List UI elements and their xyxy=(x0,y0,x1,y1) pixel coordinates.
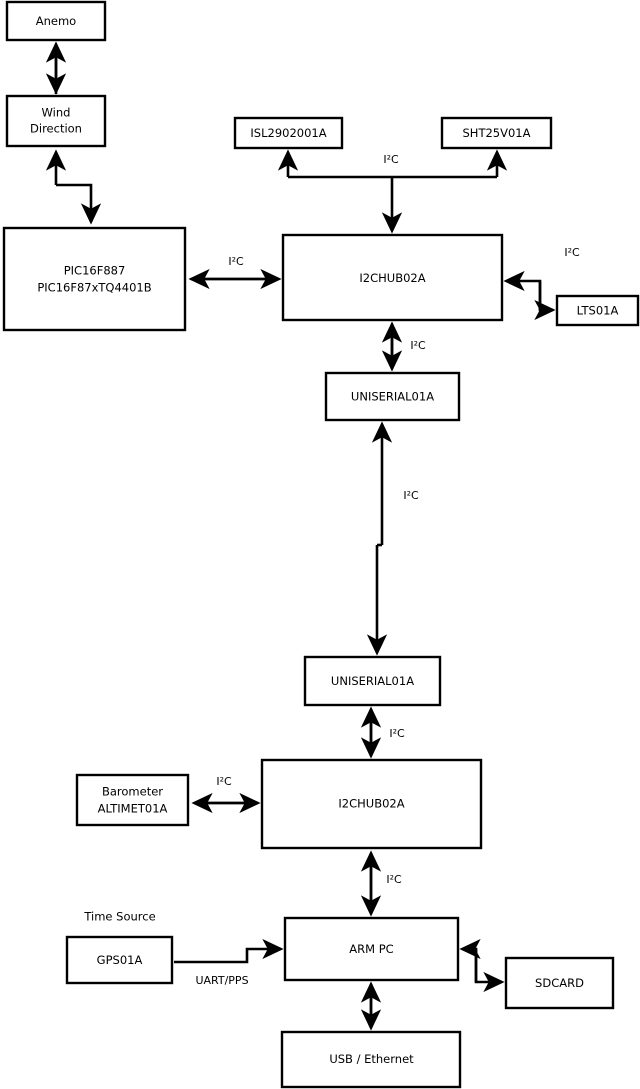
connections-layer xyxy=(45,41,556,1031)
block-wind-direction-label2: Direction xyxy=(30,122,82,136)
block-sht25v01a-label: SHT25V01A xyxy=(463,126,531,140)
block-arm-pc[interactable]: ARM PC xyxy=(283,916,460,982)
connector-armpc-to-sdcard xyxy=(474,949,505,993)
block-pic16f887-label: PIC16F887 xyxy=(64,264,126,278)
block-i2chub02a-top[interactable]: I2CHUB02A xyxy=(281,233,504,322)
block-wind-direction-label: Wind xyxy=(42,106,71,120)
block-sht25v01a[interactable]: SHT25V01A xyxy=(440,116,553,150)
block-lts01a-label: LTS01A xyxy=(577,304,619,318)
block-i2chub02a-bottom[interactable]: I2CHUB02A xyxy=(260,758,483,850)
edge-label-hub-lts: I²C xyxy=(564,246,580,259)
edge-label-pic-hub: I²C xyxy=(228,255,244,268)
connector-sdcard-to-armpc xyxy=(459,938,481,982)
block-uniserial01a-bottom-label: UNISERIAL01A xyxy=(331,674,414,688)
block-sdcard[interactable]: SDCARD xyxy=(504,956,615,1010)
block-lts01a[interactable]: LTS01A xyxy=(555,294,640,327)
block-wind-direction[interactable]: Wind Direction xyxy=(5,94,107,148)
block-i2chub02a-top-label: I2CHUB02A xyxy=(359,271,425,285)
edge-label-gps-armpc: UART/PPS xyxy=(195,974,248,987)
connector-lts-to-hub xyxy=(534,281,556,321)
connector-gps-armpc xyxy=(174,938,284,964)
labels-layer: Time Source I²C I²C I²C I²C I²C I²C I²C … xyxy=(83,153,580,987)
edge-label-sensors-bus: I²C xyxy=(383,153,399,166)
block-uniserial01a-top[interactable]: UNISERIAL01A xyxy=(324,371,461,422)
block-gps01a[interactable]: GPS01A xyxy=(65,935,174,985)
edge-label-uniserial-hub-bottom: I²C xyxy=(389,727,405,740)
block-anemo[interactable]: Anemo xyxy=(5,0,107,42)
block-usb-ethernet[interactable]: USB / Ethernet xyxy=(280,1030,462,1089)
edge-label-barometer-hub: I²C xyxy=(216,775,232,788)
block-uniserial01a-bottom[interactable]: UNISERIAL01A xyxy=(303,655,442,707)
block-pic16f887[interactable]: PIC16F887 PIC16F87xTQ4401B xyxy=(2,226,187,332)
connector-hub-to-lts xyxy=(503,270,542,310)
edge-label-uniserial-link: I²C xyxy=(403,489,419,502)
block-usb-ethernet-label: USB / Ethernet xyxy=(329,1052,414,1066)
connector-pic-to-wind-jog xyxy=(56,183,102,225)
block-barometer-label: Barometer xyxy=(102,785,163,799)
block-isl2902001a[interactable]: ISL2902001A xyxy=(233,116,344,150)
edge-label-hub-armpc: I²C xyxy=(386,873,402,886)
block-barometer-altimet01a[interactable]: Barometer ALTIMET01A xyxy=(75,773,190,827)
block-gps01a-label: GPS01A xyxy=(97,953,143,967)
block-anemo-label: Anemo xyxy=(36,14,76,28)
block-i2chub02a-bottom-label: I2CHUB02A xyxy=(338,797,404,811)
block-isl2902001a-label: ISL2902001A xyxy=(250,126,326,140)
block-arm-pc-label: ARM PC xyxy=(349,942,393,956)
edge-label-hub-uniserial: I²C xyxy=(410,339,426,352)
block-uniserial01a-top-label: UNISERIAL01A xyxy=(351,390,434,404)
block-barometer-label2: ALTIMET01A xyxy=(98,802,168,816)
block-sdcard-label: SDCARD xyxy=(535,976,584,990)
block-pic16f887-label2: PIC16F87xTQ4401B xyxy=(37,281,151,295)
label-time-source: Time Source xyxy=(83,910,155,924)
